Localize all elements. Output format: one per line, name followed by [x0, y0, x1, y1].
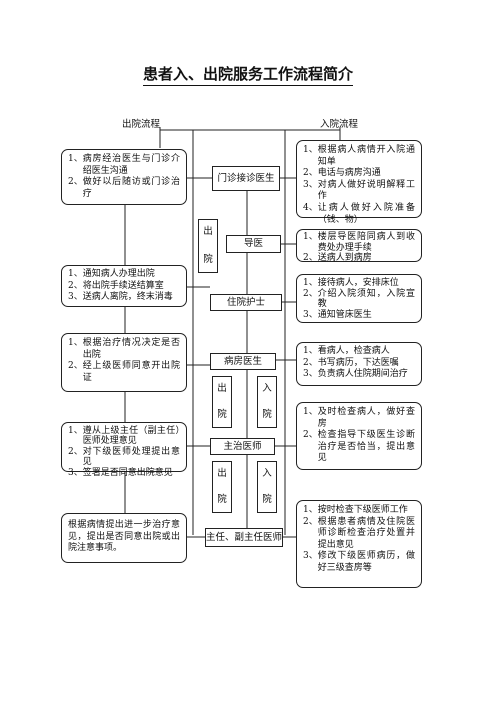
right-note-chief: 1、按时检查下级医师工作 2、根据患者病情及住院医师诊断检查治疗处置并提出意见 … — [296, 500, 422, 588]
node-clinic-doctor: 门诊接诊医生 — [212, 166, 280, 191]
list-item: 1、根据治疗情况决定是否出院 — [68, 338, 180, 360]
list-item: 1、楼层导医陪同病人到收费处办理手续 — [303, 232, 415, 253]
left-note-clinic: 1、病房经治医生与门诊介绍医生沟通 2、做好以后随访或门诊治疗 — [61, 149, 187, 205]
list-item: 1、及时检查病人，做好查房 — [303, 407, 415, 429]
list-item: 2、书写病历，下达医嘱 — [303, 357, 399, 368]
node-guide: 导医 — [226, 235, 281, 253]
page-title: 患者入、出院服务工作流程简介 — [0, 63, 496, 86]
list-item: 3、送病人离院，终末消毒 — [68, 292, 173, 303]
arrow-out-2: 出院 — [212, 376, 232, 428]
list-item: 2、介绍入院须知，入院宣教 — [303, 288, 415, 310]
arrow-out-1: 出院 — [198, 219, 218, 273]
list-item: 2、根据患者病情及住院医师诊断检查治疗处置并提出意见 — [303, 516, 415, 550]
left-note-chief: 根据病情提出进一步治疗意见，提出是否同意出院或出院注意事项。 — [61, 513, 187, 563]
node-chief: 主任、副主任医师 — [205, 528, 283, 547]
left-note-ward-doctor: 1、根据治疗情况决定是否出院 2、经上级医师同意开出院证 — [61, 333, 187, 392]
left-note-nurse: 1、通知病人办理出院 2、将出院手续送结算室 3、送病人离院，终末消毒 — [61, 265, 187, 307]
right-note-ward-doctor: 1、看病人，检查病人 2、书写病历，下达医嘱 3、负责病人住院期间治疗 — [296, 342, 422, 386]
list-item: 2、送病人到病房 — [303, 253, 372, 264]
arrow-out-3: 出院 — [212, 461, 232, 513]
list-item: 1、接待病人，安排床位 — [303, 278, 399, 288]
list-item: 3、通知管床医生 — [303, 309, 372, 320]
discharge-flow-label: 出院流程 — [122, 119, 161, 130]
list-item: 4、让病人做好入院准备（钱、物） — [303, 202, 415, 225]
left-note-attending: 1、遵从上级主任（副主任）医师处理意见 2、对下级医师处理提出意见 3、签署是否… — [61, 422, 187, 478]
list-item: 2、对下级医师处理提出意见 — [68, 446, 180, 468]
list-item: 1、通知病人办理出院 — [68, 269, 155, 279]
list-item: 2、经上级医师同意开出院证 — [68, 361, 180, 383]
arrow-in-1: 入院 — [257, 376, 277, 428]
node-ward-doctor: 病房医生 — [210, 353, 276, 370]
list-item: 1、病房经治医生与门诊介绍医生沟通 — [68, 154, 180, 176]
list-item: 2、检查指导下级医生诊断治疗是否恰当，提出意见 — [303, 430, 415, 464]
list-item: 1、按时检查下级医师工作 — [303, 505, 408, 515]
admission-flow-label: 入院流程 — [320, 119, 359, 130]
list-item: 2、将出院手续送结算室 — [68, 280, 164, 291]
list-item: 1、遵从上级主任（副主任）医师处理意见 — [68, 426, 180, 447]
right-note-guide: 1、楼层导医陪同病人到收费处办理手续 2、送病人到病房 — [296, 229, 422, 264]
list-item: 1、看病人，检查病人 — [303, 346, 390, 356]
list-item: 3、对病人做好说明解释工作 — [303, 179, 415, 202]
list-item: 1、根据病人病情开入院通知单 — [303, 145, 415, 167]
right-note-clinic: 1、根据病人病情开入院通知单 2、电话与病房沟通 3、对病人做好说明解释工作 4… — [296, 140, 422, 225]
list-item: 3、修改下级医师病历，做好三级查房等 — [303, 551, 415, 573]
list-item: 3、签署是否同意出院意见 — [68, 467, 173, 478]
right-note-nurse: 1、接待病人，安排床位 2、介绍入院须知，入院宣教 3、通知管床医生 — [296, 274, 422, 323]
list-item: 2、电话与病房沟通 — [303, 168, 381, 179]
right-note-attending: 1、及时检查病人，做好查房 2、检查指导下级医生诊断治疗是否恰当，提出意见 — [296, 402, 422, 470]
node-attending: 主治医师 — [210, 438, 275, 455]
list-item: 3、负责病人住院期间治疗 — [303, 369, 408, 380]
node-ward-nurse: 住院护士 — [210, 294, 282, 311]
list-item: 2、做好以后随访或门诊治疗 — [68, 177, 180, 199]
arrow-in-2: 入院 — [257, 461, 277, 513]
